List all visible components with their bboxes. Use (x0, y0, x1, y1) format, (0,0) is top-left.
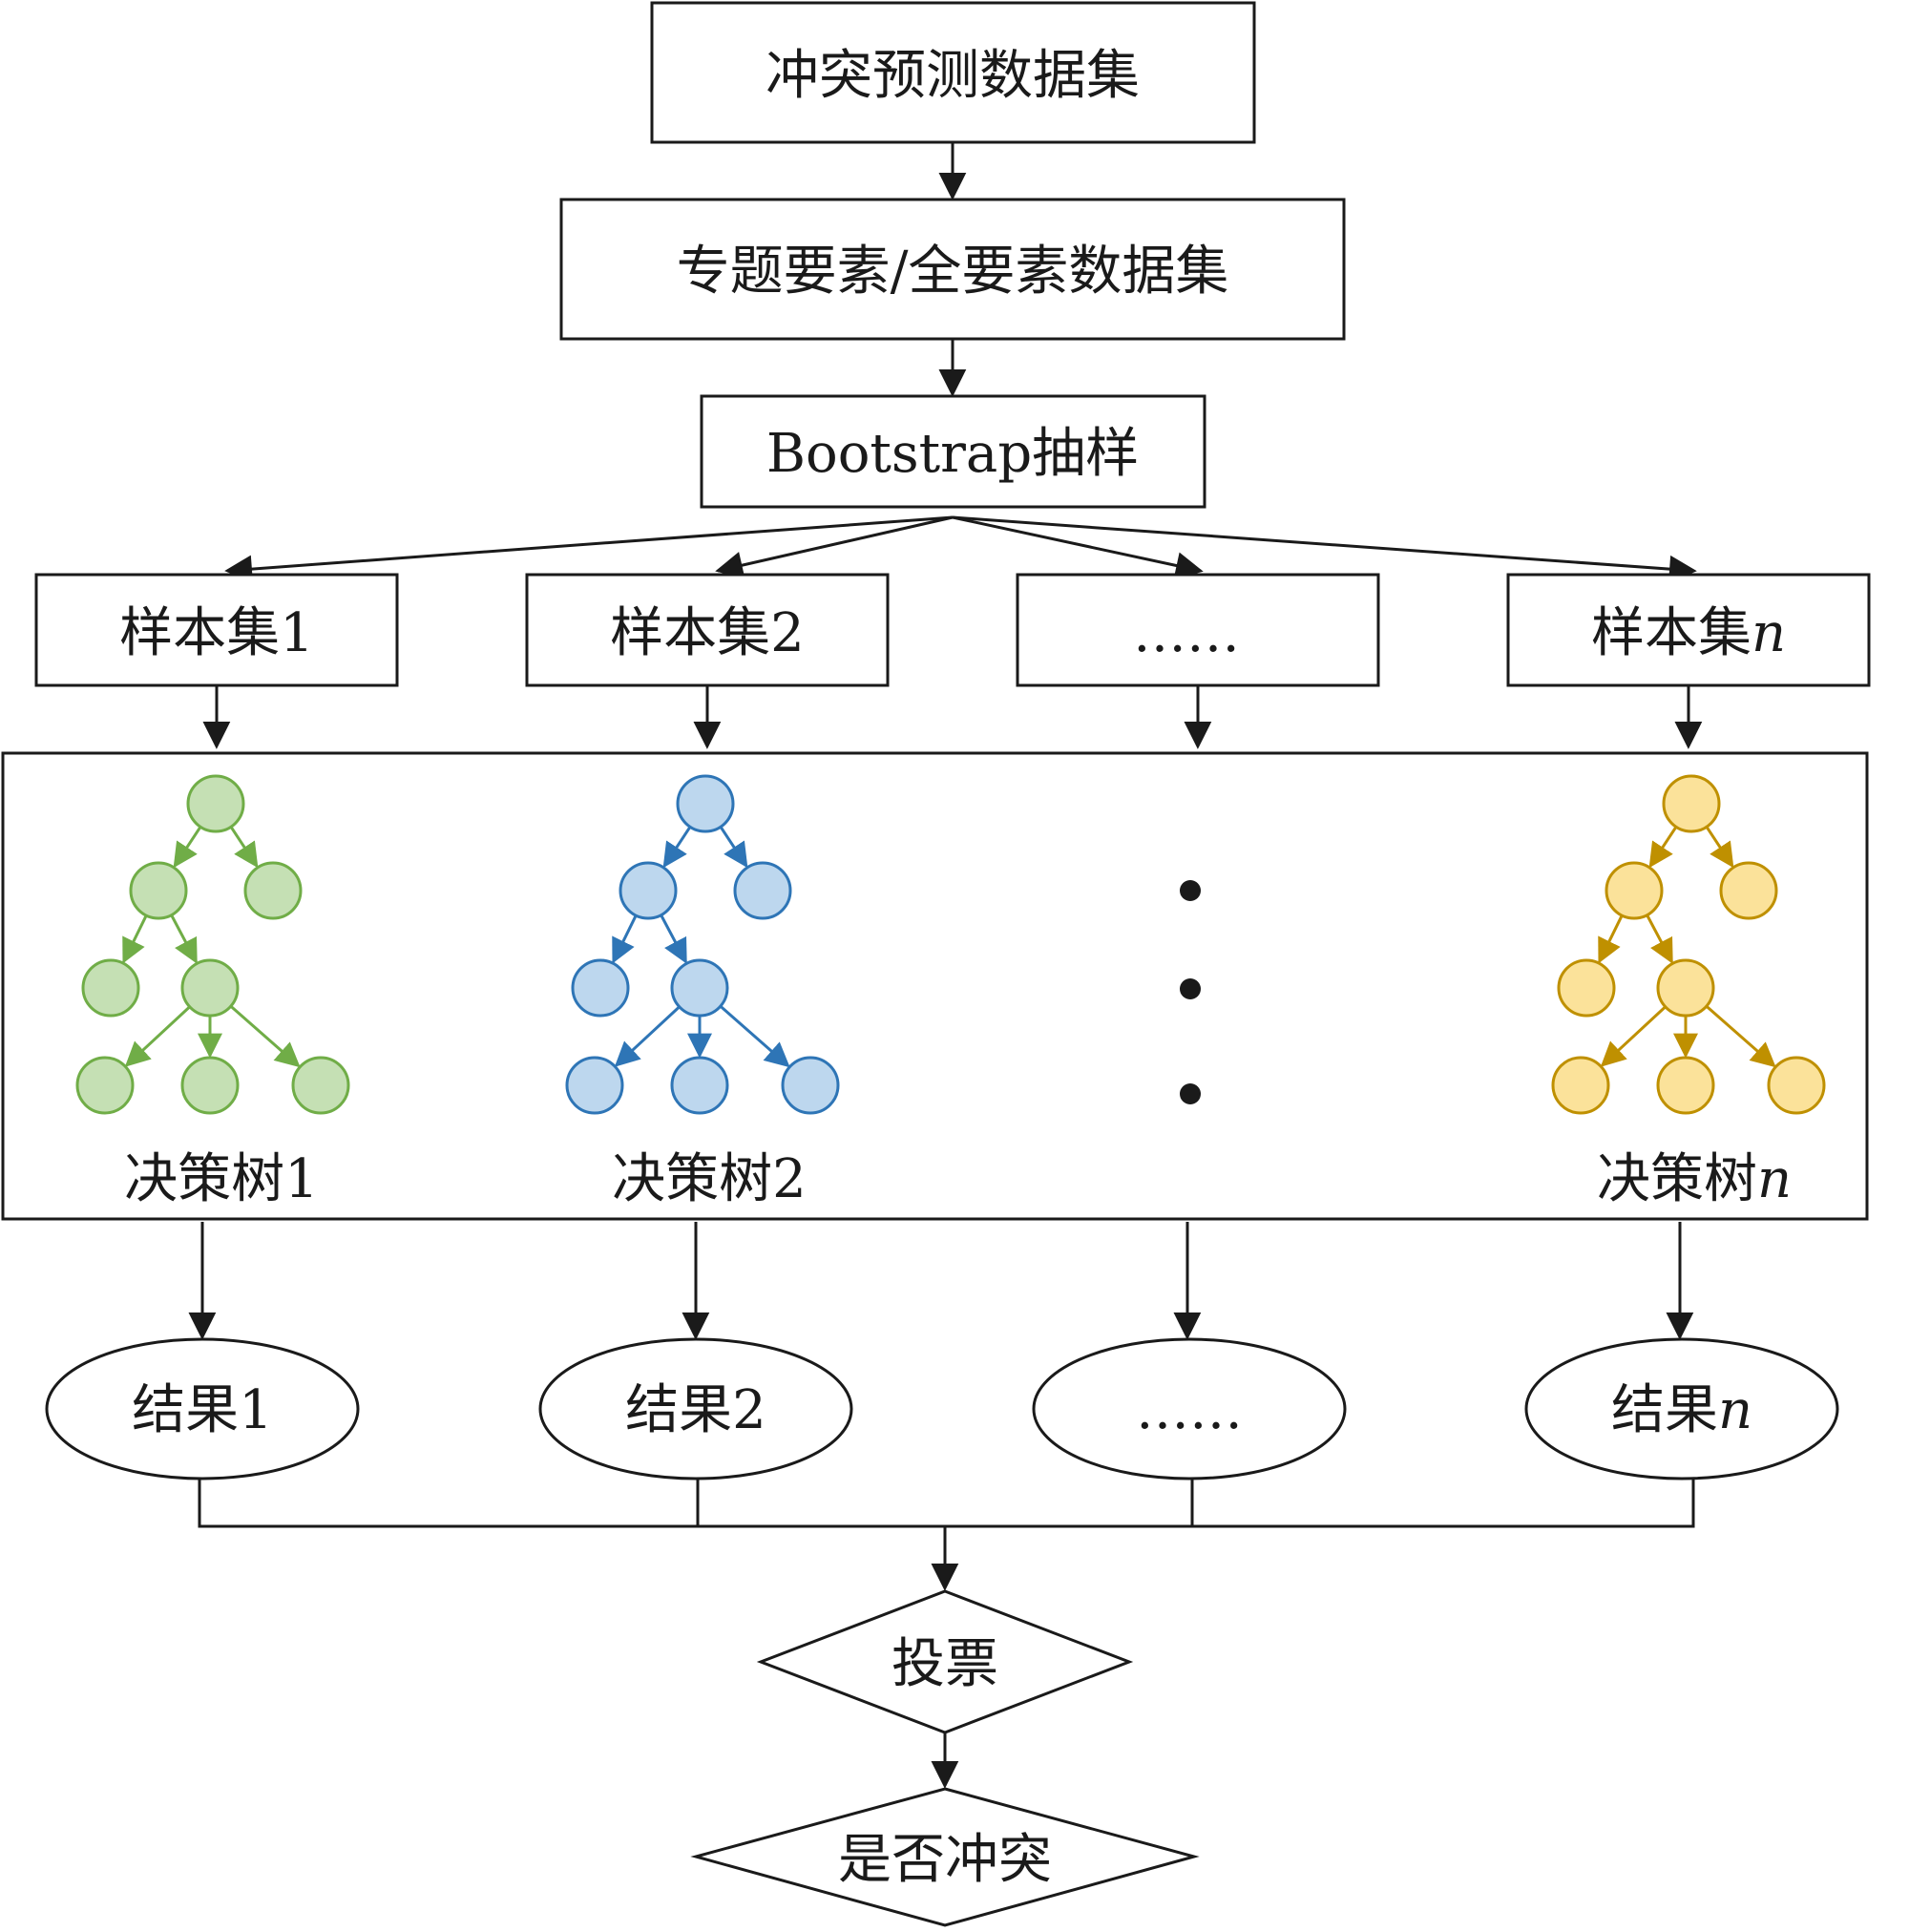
tree-node (1551, 1056, 1610, 1115)
ellipsis-dot-1 (1180, 880, 1201, 901)
sample-box-2: 样本集2 (525, 573, 890, 687)
tree-node (1656, 1056, 1715, 1115)
tree-node (129, 861, 188, 920)
tree-node (180, 958, 240, 1018)
result-1: 结果1 (45, 1337, 360, 1480)
tree-node (781, 1056, 840, 1115)
tree-node (1557, 958, 1616, 1018)
tree-label-1: 决策树1 (124, 1148, 319, 1210)
tree-edge (612, 914, 638, 964)
tree-node (1662, 774, 1721, 833)
tree-edge (1598, 914, 1624, 964)
sample-label-n: 样本集n (1591, 602, 1786, 664)
tree-edge (1600, 1005, 1667, 1067)
tree-edge (1705, 826, 1734, 869)
result-2: 结果2 (538, 1337, 853, 1480)
tree-node (180, 1056, 240, 1115)
tree-edge (719, 1005, 790, 1068)
result-label-1: 结果1 (132, 1379, 273, 1441)
tree-node (186, 774, 245, 833)
merge-connector (198, 1479, 1695, 1528)
tree-node (81, 958, 140, 1018)
sample-box-1: 样本集1 (34, 573, 399, 687)
tree-edge (173, 826, 202, 869)
tree-node (565, 1056, 624, 1115)
decision-tree-2 (565, 774, 840, 1115)
arrow-bootstrap-sample-n (952, 515, 1697, 583)
bootstrap-label: Bootstrap抽样 (766, 423, 1139, 485)
tree-node (1656, 958, 1715, 1018)
decision-tree-1 (75, 774, 350, 1115)
dataset-box: 冲突预测数据集 (650, 1, 1256, 144)
tree-label-n: 决策树n (1597, 1148, 1792, 1210)
bootstrap-box: Bootstrap抽样 (700, 394, 1206, 509)
tree-node (670, 958, 729, 1018)
result-label-ellipsis: …… (1136, 1379, 1243, 1441)
vote-label: 投票 (892, 1633, 998, 1695)
vote-diamond: 投票 (756, 1589, 1134, 1734)
tree-edge (719, 826, 748, 869)
sample-label-ellipsis: …… (1133, 602, 1240, 664)
tree-node (243, 861, 303, 920)
result-ellipsis: …… (1032, 1337, 1347, 1480)
sample-box-ellipsis: …… (1016, 573, 1380, 687)
arrow-bootstrap-sample-1 (224, 515, 954, 583)
tree-node (619, 861, 678, 920)
tree-edge (614, 1005, 681, 1067)
sample-label-1: 样本集1 (119, 602, 314, 664)
ellipsis-dot-2 (1180, 978, 1201, 999)
tree-edge (1705, 1005, 1776, 1068)
tree-node (1767, 1056, 1826, 1115)
tree-edge (1648, 826, 1678, 869)
result-label-n: 结果n (1611, 1379, 1752, 1441)
features-label: 专题要素/全要素数据集 (677, 241, 1229, 303)
sample-box-n: 样本集n (1506, 573, 1871, 687)
sample-label-2: 样本集2 (610, 602, 805, 664)
tree-node (670, 1056, 729, 1115)
tree-node (291, 1056, 350, 1115)
result-n: 结果n (1524, 1337, 1839, 1480)
tree-edge (229, 1005, 301, 1068)
tree-edge (170, 914, 198, 964)
output-diamond: 是否冲突 (690, 1787, 1200, 1927)
tree-node (676, 774, 735, 833)
arrow-bootstrap-sample-ellipsis (952, 515, 1204, 579)
decision-tree-n (1551, 774, 1826, 1115)
tree-edge (122, 914, 148, 964)
tree-node (733, 861, 792, 920)
dataset-label: 冲突预测数据集 (766, 45, 1140, 107)
tree-edge (1646, 914, 1673, 964)
tree-label-2: 决策树2 (612, 1148, 807, 1210)
tree-edge (660, 914, 687, 964)
tree-node (571, 958, 630, 1018)
features-box: 专题要素/全要素数据集 (559, 198, 1346, 341)
forest-container (1, 751, 1869, 1221)
tree-node (1719, 861, 1778, 920)
tree-node (75, 1056, 135, 1115)
tree-edge (662, 826, 692, 869)
arrow-bootstrap-sample-2 (715, 515, 954, 579)
result-label-2: 结果2 (625, 1379, 766, 1441)
tree-node (1605, 861, 1664, 920)
tree-edge (229, 826, 259, 869)
ellipsis-dot-3 (1180, 1083, 1201, 1104)
output-label: 是否冲突 (838, 1829, 1052, 1891)
tree-edge (124, 1005, 191, 1067)
